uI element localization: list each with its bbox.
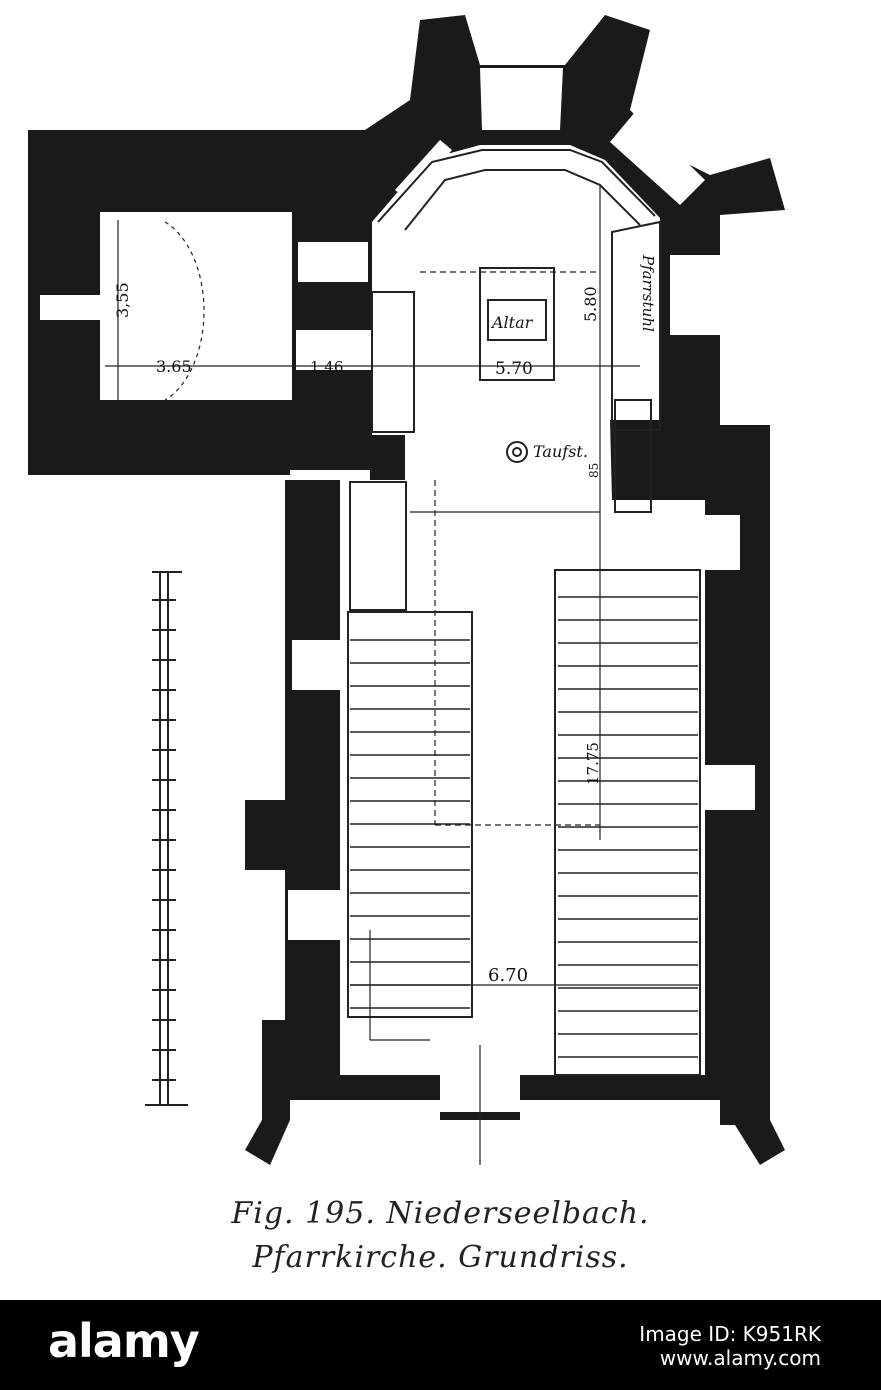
figure-caption-subtitle: Pfarrkirche. Grundriss. (252, 1240, 629, 1275)
dim-sacristy-depth: 3,55 (113, 282, 132, 318)
dimension-lines (105, 185, 700, 1165)
label-altar: Altar (490, 313, 534, 332)
altar (479, 267, 555, 381)
label-pulpit-stair: Pfarrstuhl (639, 254, 657, 332)
stock-footer: alamy Image ID: K951RK www.alamy.com (0, 1300, 881, 1390)
baptismal-font (506, 441, 528, 463)
label-font: Taufst. (533, 442, 588, 461)
dim-choir-length: 5.80 (581, 286, 600, 322)
pews-right (558, 596, 698, 1058)
brand-logo[interactable]: alamy (48, 1314, 200, 1368)
pews-left (350, 639, 470, 1009)
image-id: Image ID: K951RK (639, 1322, 821, 1346)
dim-sacristy-width: 3.65 (156, 357, 192, 376)
dim-nave-width: 6.70 (488, 965, 528, 986)
choir-gallery (377, 149, 661, 431)
figure-caption-title: Fig. 195. Niederseelbach. (231, 1196, 650, 1231)
dim-choir-width: 5.70 (495, 359, 533, 379)
site-link[interactable]: www.alamy.com (659, 1346, 821, 1370)
floor-plan: 3,55 3.65 1.46 5.80 5.70 85 17.75 6.70 A… (28, 15, 785, 1165)
dim-font-offset: 85 (587, 463, 601, 478)
dim-nave-length: 17.75 (584, 742, 602, 785)
image-info: Image ID: K951RK www.alamy.com (639, 1322, 821, 1370)
interior-spaces (40, 68, 755, 1112)
dim-wall-thickness: 1.46 (310, 358, 343, 376)
scale-bar (145, 571, 188, 1106)
choir-benches (347, 291, 701, 1076)
